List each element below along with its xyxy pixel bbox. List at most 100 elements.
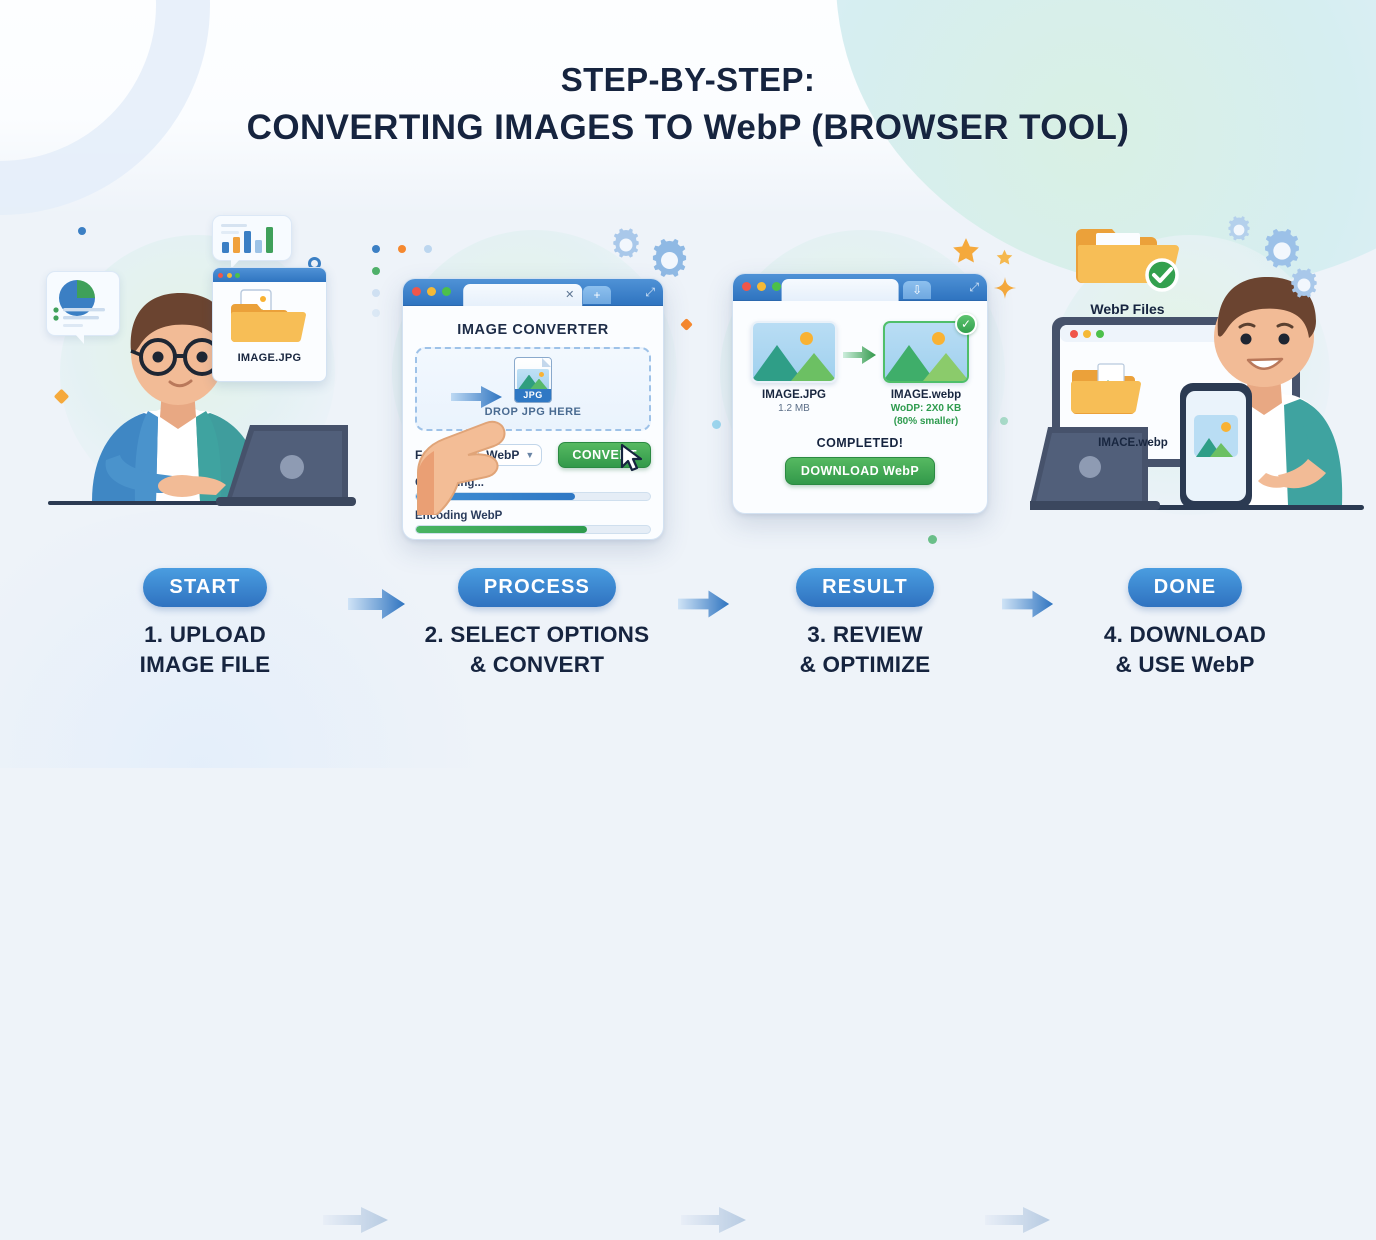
progress-bar-1	[415, 492, 651, 501]
format-select[interactable]: WebP ▼	[478, 444, 543, 466]
minimize-dot-icon[interactable]	[757, 282, 766, 291]
sun-icon	[800, 332, 813, 345]
gear-icon-large	[652, 238, 687, 277]
result-window[interactable]: ⇩ ⤢ IMAGE.JPG 1.2 MB	[732, 273, 988, 514]
jpg-thumbnail	[517, 368, 549, 390]
star-icon-small	[996, 249, 1013, 265]
decor-dot-pale-2	[372, 309, 380, 317]
person-with-phone-illustration	[1030, 277, 1364, 510]
tab-close-icon[interactable]: ✕	[565, 288, 575, 301]
chart-bubble-left	[46, 271, 120, 344]
maximize-dot-icon[interactable]	[442, 287, 451, 296]
source-file-column: IMAGE.JPG 1.2 MB	[751, 321, 837, 414]
arrow-right-icon	[323, 1207, 388, 1233]
format-select-value: WebP	[486, 448, 520, 462]
jpg-format-badge: JPG	[515, 388, 551, 402]
image-file-card-stage1[interactable]: IMAGE.JPG	[212, 267, 327, 382]
caption-line-1: 4. DOWNLOAD	[1103, 622, 1267, 647]
arrow-right-icon	[985, 1207, 1050, 1233]
progress-bar-2-fill	[416, 526, 587, 533]
decor-dot-blue	[78, 227, 86, 235]
decor-dot-pale	[372, 289, 380, 297]
decor-dot-green-2	[928, 535, 937, 544]
flow-row: IMAGE.JPG ✕ + ⤢	[0, 205, 1376, 619]
webp-file-label-stage4: IMACE.webp	[1098, 437, 1168, 449]
caption-arrow-3	[985, 1205, 1051, 1240]
minimize-dot-icon	[226, 272, 232, 278]
image-file-label-stage1: IMAGE.JPG	[237, 352, 302, 364]
caption-line-2: & OPTIMIZE	[799, 651, 931, 677]
flow-arrow-1	[348, 587, 406, 621]
minimize-dot-icon[interactable]	[427, 287, 436, 296]
arrow-right-icon	[678, 590, 730, 618]
source-file-size: 1.2 MB	[778, 403, 810, 414]
title-line-1: STEP-BY-STEP:	[560, 61, 816, 98]
mountain-shape	[530, 378, 548, 390]
status-completed: COMPLETED!	[816, 436, 904, 450]
drop-arrow-icon	[451, 386, 502, 408]
converter-body: IMAGE CONVERTER JPG DROP JPG HERE	[403, 306, 663, 539]
decor-dot-teal	[1000, 417, 1008, 425]
download-webp-button[interactable]: DOWNLOAD WebP	[784, 457, 936, 485]
dropzone[interactable]: JPG DROP JPG HERE	[415, 347, 651, 431]
arrow-right-icon	[348, 589, 405, 619]
background-decoration	[0, 0, 1376, 768]
gear-icon-large-right	[1265, 228, 1299, 268]
jpg-file-icon: JPG	[514, 356, 552, 403]
sparkle-icon	[994, 277, 1016, 299]
flow-arrow-2	[678, 587, 730, 621]
dropzone-label: DROP JPG HERE	[484, 405, 582, 418]
stage-captions-row: START 1. UPLOAD IMAGE FILE PROCESS 2. SE…	[0, 568, 1376, 1233]
close-dot-icon[interactable]	[412, 287, 421, 296]
webp-files-folder-icon	[1076, 229, 1179, 292]
pie-chart-icon	[53, 280, 105, 327]
close-dot-icon	[218, 272, 223, 278]
source-file-name: IMAGE.JPG	[762, 389, 826, 401]
image-converter-window[interactable]: ✕ + ⤢ IMAGE CONVERTER JPG DROP JPG HERE	[402, 278, 664, 540]
expand-icon[interactable]: ⤢	[969, 280, 979, 294]
browser-tab[interactable]: ✕	[462, 284, 583, 306]
maximize-dot-icon[interactable]	[772, 282, 781, 291]
pill-done[interactable]: DONE	[1127, 568, 1243, 607]
converter-heading: IMAGE CONVERTER	[457, 322, 609, 338]
decor-dot-green	[372, 267, 380, 275]
pill-result[interactable]: RESULT	[796, 568, 934, 607]
mountain-shape	[923, 353, 967, 381]
download-tab-icon[interactable]: ⇩	[903, 281, 932, 299]
new-tab-icon[interactable]: +	[583, 286, 611, 304]
pill-start[interactable]: START	[143, 568, 267, 607]
gear-icon-mid-right	[1291, 268, 1317, 298]
title-line-2: CONVERTING IMAGES TO WebP (BROWSER TOOL)	[246, 107, 1130, 147]
decor-dot-blue-pale	[424, 245, 432, 253]
close-dot-icon[interactable]	[742, 282, 751, 291]
caption-stage-4: DONE 4. DOWNLOAD & USE WebP	[1040, 568, 1330, 680]
output-thumbnail	[883, 321, 969, 383]
caption-line-2: & CONVERT	[469, 651, 605, 677]
success-check-icon: ✓	[955, 313, 977, 335]
progress-bar-1-fill	[416, 493, 576, 500]
caption-stage-1: START 1. UPLOAD IMAGE FILE	[60, 568, 350, 680]
flow-arrow-3	[1002, 587, 1054, 621]
star-icon-large	[953, 238, 979, 263]
expand-icon[interactable]: ⤢	[645, 285, 655, 299]
pill-process[interactable]: PROCESS	[457, 568, 617, 607]
caption-stage-2: PROCESS 2. SELECT OPTIONS & CONVERT	[392, 568, 682, 680]
caption-arrow-1	[323, 1205, 389, 1240]
caption-text-stage-1: 1. UPLOAD IMAGE FILE	[60, 620, 350, 680]
caption-text-stage-3: 3. REVIEW & OPTIMIZE	[720, 620, 1010, 680]
traffic-lights-stage2	[412, 287, 451, 296]
traffic-lights-stage3	[742, 282, 781, 291]
sun-icon	[539, 371, 544, 377]
browser-tab[interactable]	[781, 279, 899, 301]
output-file-column: ✓ IMAGE.webp WoDP: 2X0 KB (80% smaller)	[883, 313, 977, 427]
webp-files-label: WebP Files	[1090, 301, 1165, 317]
source-thumbnail	[751, 321, 837, 383]
stage-1-illustration: IMAGE.JPG	[30, 205, 370, 550]
progress-label-1: Optimizing...	[415, 477, 484, 489]
page-title: STEP-BY-STEP: CONVERTING IMAGES TO WebP …	[0, 61, 1376, 147]
arrow-right-icon	[1002, 590, 1054, 618]
mouse-cursor-icon	[620, 443, 643, 472]
file-comparison: IMAGE.JPG 1.2 MB ✓ IMAGE.webp	[745, 313, 977, 427]
gear-icon-tiny-right	[1228, 216, 1250, 241]
stage-4-illustration: WebP Files	[1030, 205, 1370, 550]
